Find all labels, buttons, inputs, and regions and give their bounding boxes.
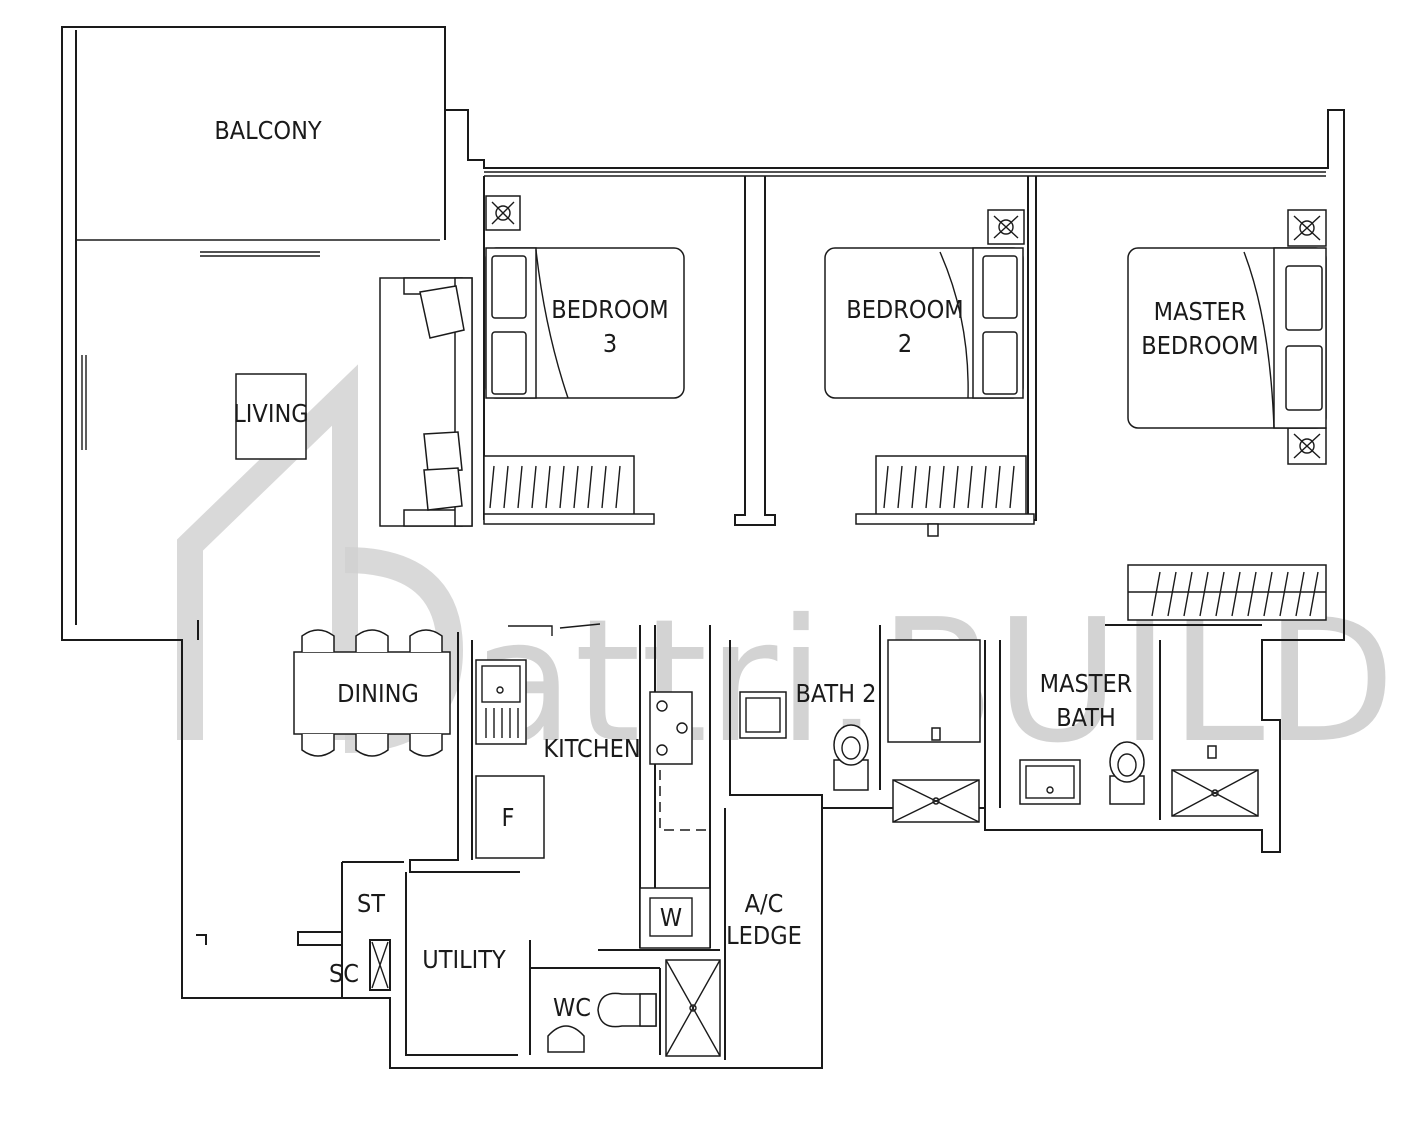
dining-set [293,629,451,757]
label-master-bath-line2: BATH [1056,703,1116,732]
label-utility: UTILITY [422,945,506,974]
master-bath-fixtures [1019,741,1259,817]
master-bedroom-furniture [1127,209,1327,621]
coffee-table [235,373,307,460]
label-bedroom-3-line2: 3 [603,329,617,358]
label-dining: DINING [337,679,419,708]
label-living: LIVING [233,399,308,428]
label-master-bath-line1: MASTER [1040,669,1133,698]
bedroom-2-furniture [824,209,1035,537]
kitchen-fixtures [475,623,711,949]
label-master-bedroom-line2: BEDROOM [1141,331,1258,360]
bedroom-3-furniture [483,195,685,525]
wc-fixtures [547,959,721,1057]
label-balcony: BALCONY [214,116,322,145]
label-wc: WC [553,993,591,1022]
label-bedroom-2-line2: 2 [898,329,912,358]
bath-2-fixtures [739,639,981,823]
label-shelter: SC [329,959,359,988]
sofa [379,277,473,527]
label-ac-ledge-line2: LEDGE [726,921,802,950]
label-master-bedroom-line1: MASTER [1154,297,1247,326]
label-kitchen: KITCHEN [543,734,640,763]
label-bedroom-3-line1: BEDROOM [551,295,668,324]
room-labels: BALCONY LIVING BEDROOM 3 BEDROOM 2 MASTE… [214,116,1258,1022]
label-bedroom-2-line1: BEDROOM [846,295,963,324]
label-fridge: F [502,803,515,832]
label-bath-2: BATH 2 [796,679,877,708]
label-store: ST [357,889,385,918]
label-washer: W [660,903,682,932]
outer-walls [61,26,1345,1069]
label-ac-ledge-line1: A/C [745,889,784,918]
